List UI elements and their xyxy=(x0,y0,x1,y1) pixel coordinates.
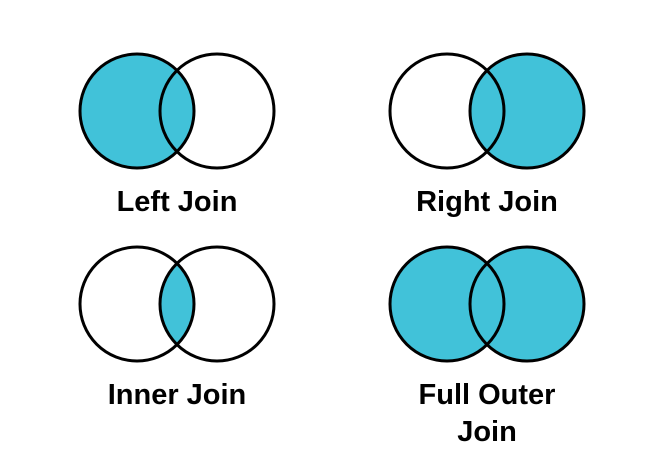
right-join-section: Right Join xyxy=(387,50,587,221)
inner-join-venn-icon xyxy=(77,243,277,365)
inner-join-left-outline xyxy=(78,245,196,363)
right-join-venn-icon xyxy=(387,50,587,172)
full-outer-join-section: Full Outer Join xyxy=(387,243,587,450)
left-join-label: Left Join xyxy=(116,186,238,218)
left-join-venn-icon xyxy=(77,50,277,172)
left-join-left-fill xyxy=(80,54,194,168)
right-join-right-outline xyxy=(468,52,586,170)
inner-join-section: Inner Join xyxy=(77,243,277,414)
inner-join-right-outline xyxy=(158,245,276,363)
full-outer-join-left-fill xyxy=(390,247,504,361)
right-join-right-fill xyxy=(470,54,584,168)
left-join-section: Left Join xyxy=(77,50,277,221)
full-outer-join-left-outline xyxy=(388,245,506,363)
left-join-left-outline xyxy=(78,52,196,170)
left-join-right-outline xyxy=(158,52,276,170)
inner-join-label: Inner Join xyxy=(107,379,247,411)
full-outer-join-label: Full Outer Join xyxy=(418,379,556,448)
right-join-label: Right Join xyxy=(416,186,558,218)
full-outer-join-right-outline xyxy=(468,245,586,363)
right-join-left-outline xyxy=(388,52,506,170)
full-outer-join-venn-icon xyxy=(387,243,587,365)
full-outer-join-right-fill xyxy=(470,247,584,361)
